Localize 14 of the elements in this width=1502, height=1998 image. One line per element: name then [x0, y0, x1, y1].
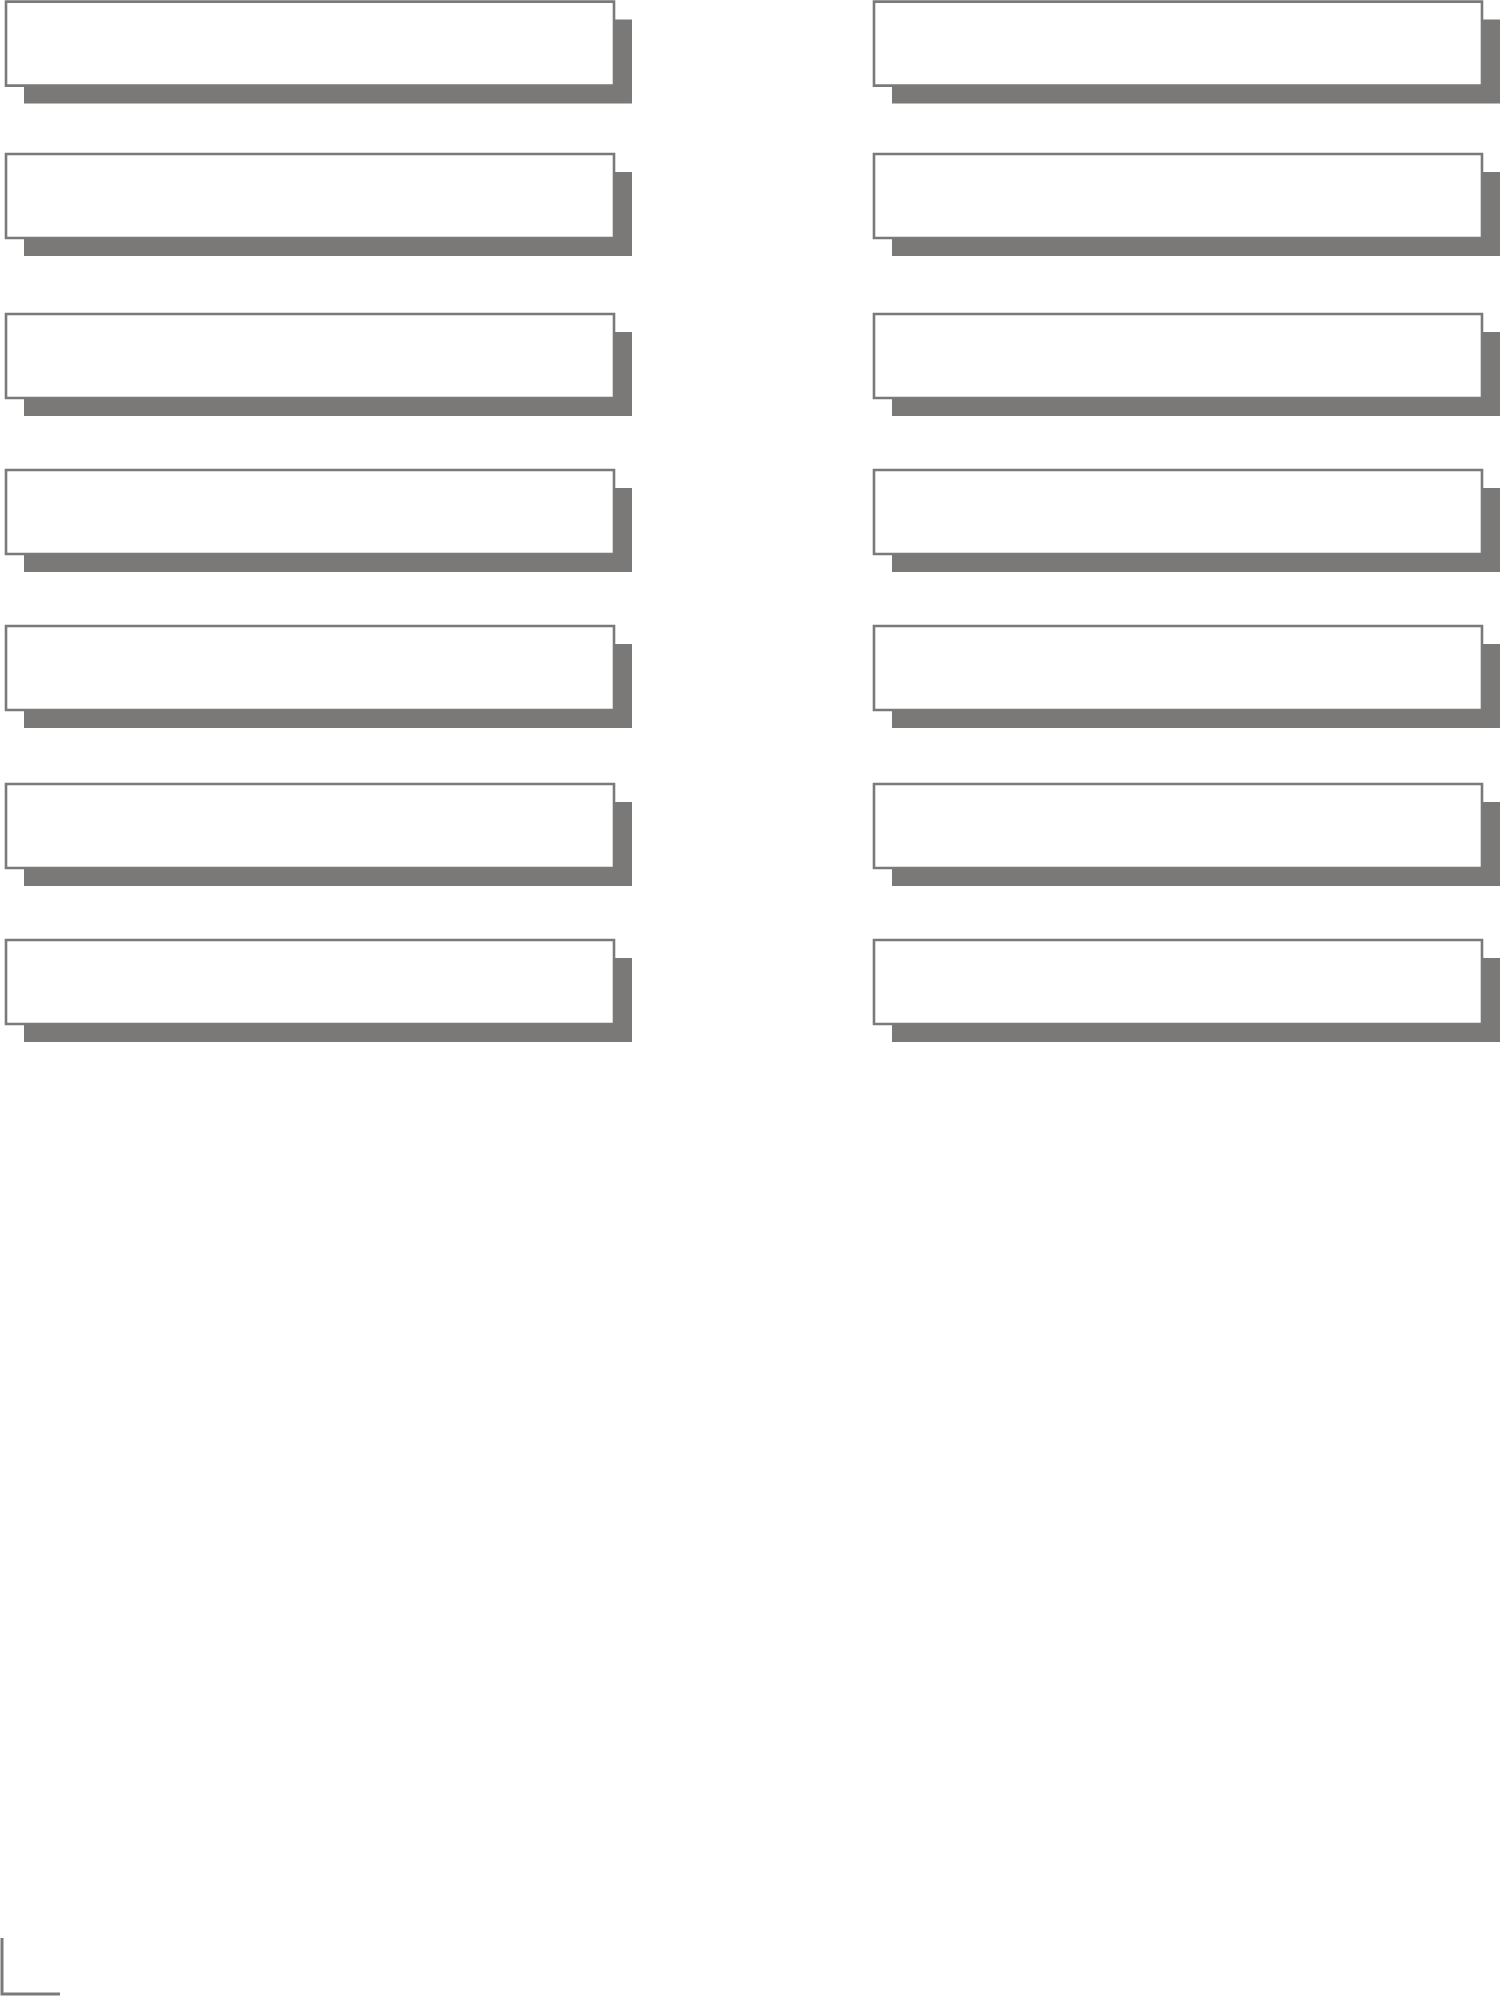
box	[4, 624, 632, 728]
box	[4, 312, 632, 416]
box	[872, 152, 1500, 256]
box	[4, 938, 632, 1042]
box	[872, 624, 1500, 728]
box	[872, 938, 1500, 1042]
box	[872, 312, 1500, 416]
box	[4, 0, 632, 104]
box	[4, 468, 632, 572]
box	[872, 782, 1500, 886]
box	[4, 152, 632, 256]
box	[872, 468, 1500, 572]
box	[4, 782, 632, 886]
box	[872, 0, 1500, 104]
